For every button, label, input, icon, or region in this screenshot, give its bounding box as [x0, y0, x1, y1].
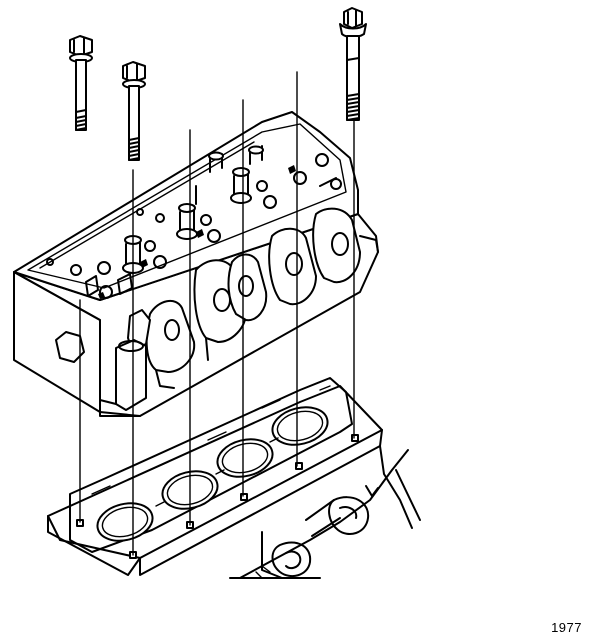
head-bolt-3 — [339, 7, 367, 121]
bolt-icon — [69, 7, 367, 161]
port-flanges — [127, 207, 361, 389]
valve-springs — [122, 145, 264, 274]
figure-number: 1977 — [551, 620, 582, 635]
deck-fittings — [46, 153, 342, 299]
head-bolt-1 — [69, 35, 93, 131]
head-gasket-icon — [69, 377, 359, 559]
cylinder-head-icon — [13, 111, 379, 417]
alignment-line — [79, 71, 355, 556]
head-bolt-2 — [122, 61, 146, 161]
